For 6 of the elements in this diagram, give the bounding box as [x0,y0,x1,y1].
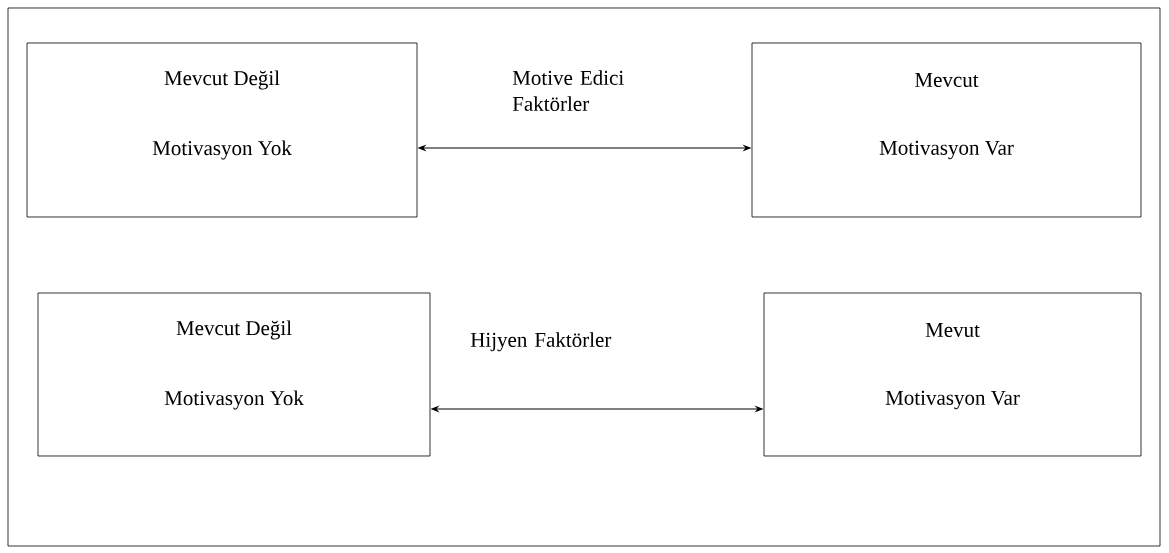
text-box: Mevcut Değil Motivasyon Yok [26,42,418,218]
text-box: Mevut Motivasyon Var [763,292,1142,457]
text-box: Mevcut Değil Motivasyon Yok [37,292,431,457]
edge-label: Motive Edici Faktörler [512,70,624,111]
text-box: Mevcut Motivasyon Var [751,42,1142,218]
edge-label: Hijyen Faktörler [470,332,612,352]
